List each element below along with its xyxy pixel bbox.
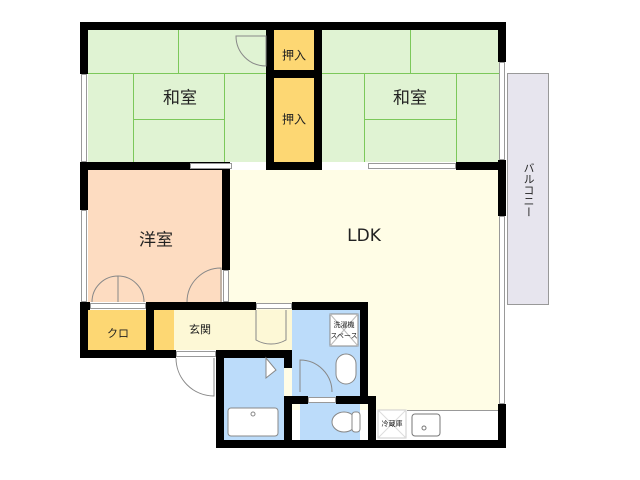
ldk-label: LDK bbox=[347, 226, 381, 246]
oshiire-top bbox=[274, 30, 314, 70]
shoe-storage bbox=[154, 310, 174, 350]
balcony bbox=[507, 73, 549, 305]
genkan-label: 玄関 bbox=[189, 323, 211, 336]
wall bbox=[80, 22, 506, 30]
oshiire-bottom bbox=[274, 78, 314, 162]
oshiire-top-label: 押入 bbox=[281, 48, 307, 63]
window bbox=[81, 210, 87, 302]
window bbox=[499, 62, 505, 160]
closet-room bbox=[88, 310, 146, 350]
window bbox=[81, 74, 87, 162]
youshitsu-room bbox=[88, 170, 222, 302]
washer-space-label-2: スペース bbox=[330, 332, 358, 340]
youshitsu-label: 洋室 bbox=[139, 230, 173, 251]
oshiire-bottom-label: 押入 bbox=[281, 112, 307, 127]
balcony-label: バルコニー bbox=[522, 162, 535, 218]
genkan-hall bbox=[224, 310, 292, 354]
washer-space-label-1: 洗濯機 bbox=[333, 321, 355, 329]
fridge-label: 冷蔵庫 bbox=[381, 420, 403, 428]
washitsu-left-room bbox=[88, 30, 270, 162]
washitsu-right-room bbox=[320, 30, 502, 162]
genkan-room bbox=[174, 310, 224, 350]
closet-label: クロ bbox=[107, 327, 129, 340]
washitsu-right-label: 和室 bbox=[393, 88, 427, 109]
washitsu-left-label: 和室 bbox=[163, 88, 197, 109]
window bbox=[499, 216, 505, 404]
